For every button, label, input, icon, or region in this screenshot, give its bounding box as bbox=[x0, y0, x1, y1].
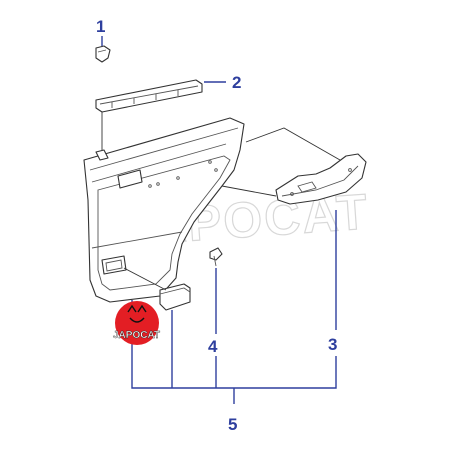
japocat-logo: JAPOCAT bbox=[113, 301, 160, 345]
callout-4: 4 bbox=[208, 337, 218, 356]
panel-armrest-line-top bbox=[245, 127, 341, 161]
clip-part[interactable] bbox=[95, 45, 111, 63]
switch-cover-part[interactable] bbox=[159, 283, 191, 311]
callout-2: 2 bbox=[232, 73, 241, 92]
callout-3: 3 bbox=[328, 335, 337, 354]
logo-face-icon bbox=[127, 304, 147, 323]
door-trim-panel[interactable] bbox=[83, 117, 245, 303]
leader-5-bracket bbox=[131, 300, 337, 389]
callout-5: 5 bbox=[228, 415, 237, 434]
screw-part[interactable] bbox=[209, 247, 223, 267]
garnish-strip-part[interactable] bbox=[95, 79, 203, 113]
pocket-to-cover-line bbox=[123, 267, 167, 291]
logo-circle-icon bbox=[115, 301, 159, 345]
panel-clip-icon bbox=[95, 149, 109, 161]
armrest-part[interactable] bbox=[275, 153, 367, 205]
panel-armrest-line-bottom bbox=[221, 185, 277, 197]
logo-text: JAPOCAT bbox=[113, 330, 160, 341]
callout-1: 1 bbox=[96, 17, 105, 36]
